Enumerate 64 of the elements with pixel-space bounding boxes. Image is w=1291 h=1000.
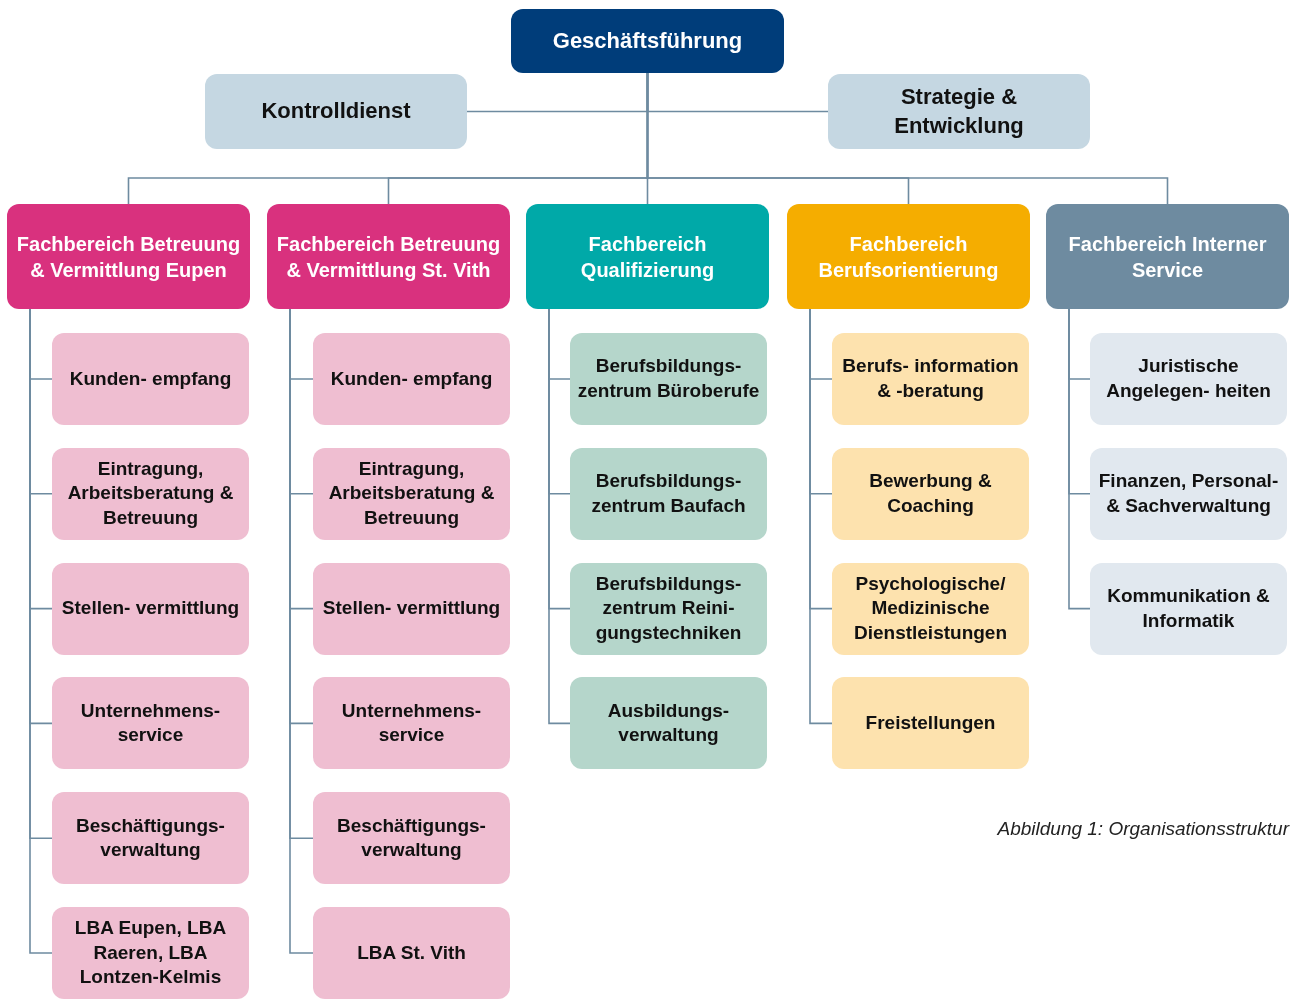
org-box	[526, 204, 769, 309]
org-box	[267, 204, 510, 309]
box-label: Stellen- vermittlung	[322, 596, 501, 621]
connector-line	[1068, 308, 1091, 610]
box-label: Freistellungen	[865, 711, 996, 736]
org-box	[1090, 562, 1287, 655]
org-box	[787, 204, 1030, 309]
org-box	[570, 333, 767, 425]
org-box	[832, 333, 1029, 425]
box-label: Berufsbildungs- zentrum Büroberufe	[576, 354, 761, 403]
org-box	[828, 74, 1090, 149]
box-label: Unternehmens- service	[79, 698, 222, 748]
org-box	[570, 447, 767, 540]
box-label: Fachbereich Qualifizierung	[579, 231, 716, 283]
box-label: Ausbildungs- verwaltung	[606, 698, 731, 748]
org-box	[1090, 333, 1287, 425]
org-box	[313, 447, 510, 540]
org-box	[1046, 204, 1289, 309]
box-label: Beschäftigungs- verwaltung	[336, 813, 487, 863]
box-label: Berufsbildungs- zentrum Reini- gungstechniken	[594, 571, 743, 645]
org-box	[570, 677, 767, 770]
org-box	[570, 562, 767, 655]
box-label: Unternehmens- service	[340, 698, 483, 748]
org-box	[313, 677, 510, 770]
org-box	[313, 907, 510, 999]
box-label: Berufs- information & -beratung	[841, 354, 1020, 403]
box-label: Strategie & Entwicklung	[893, 82, 1025, 140]
box-label: Fachbereich Betreuung & Vermittlung Eupen	[15, 231, 242, 283]
box-label: Geschäftsführung	[552, 26, 743, 55]
org-box	[52, 907, 249, 999]
box-label: Kunden- empfang	[69, 366, 232, 391]
org-box	[7, 204, 250, 309]
box-label: Kommunikation & Informatik	[1106, 583, 1271, 633]
org-box	[313, 333, 510, 425]
box-label: Psychologische/ Medizinische Dienstleistungen	[852, 571, 1009, 645]
org-box	[832, 562, 1029, 655]
org-box	[832, 447, 1029, 540]
box-label: Beschäftigungs- verwaltung	[75, 813, 226, 863]
org-box	[52, 447, 249, 540]
box-label: Kunden- empfang	[330, 366, 493, 391]
org-box	[313, 792, 510, 885]
org-box	[52, 333, 249, 425]
box-label: Fachbereich Betreuung & Vermittlung St. Vith	[275, 231, 502, 283]
box-label: Berufsbildungs- zentrum Baufach	[590, 469, 747, 518]
box-label: Eintragung, Arbeitsberatung & Betreuung	[327, 456, 496, 531]
box-label: LBA St. Vith	[357, 940, 466, 965]
box-label: Eintragung, Arbeitsberatung & Betreuung	[66, 456, 235, 531]
box-label: Fachbereich Interner Service	[1067, 231, 1268, 283]
org-box	[1090, 447, 1287, 540]
org-box	[511, 9, 784, 73]
box-label: Bewerbung & Coaching	[868, 469, 993, 518]
org-box	[205, 74, 467, 149]
org-box	[52, 677, 249, 770]
box-label: LBA Eupen, LBA Raeren, LBA Lontzen-Kelmis	[73, 915, 228, 990]
box-label: Juristische Angelegen- heiten	[1105, 354, 1272, 403]
box-label: Stellen- vermittlung	[61, 596, 240, 621]
figure-caption: Abbildung 1: Organisationsstruktur	[997, 818, 1289, 840]
org-box	[52, 562, 249, 655]
org-box	[52, 792, 249, 885]
box-label: Fachbereich Berufsorientierung	[817, 231, 1000, 283]
box-label: Kontrolldienst	[261, 97, 411, 126]
org-box	[832, 677, 1029, 770]
box-label: Finanzen, Personal- & Sachverwaltung	[1097, 469, 1280, 518]
org-box	[313, 562, 510, 655]
